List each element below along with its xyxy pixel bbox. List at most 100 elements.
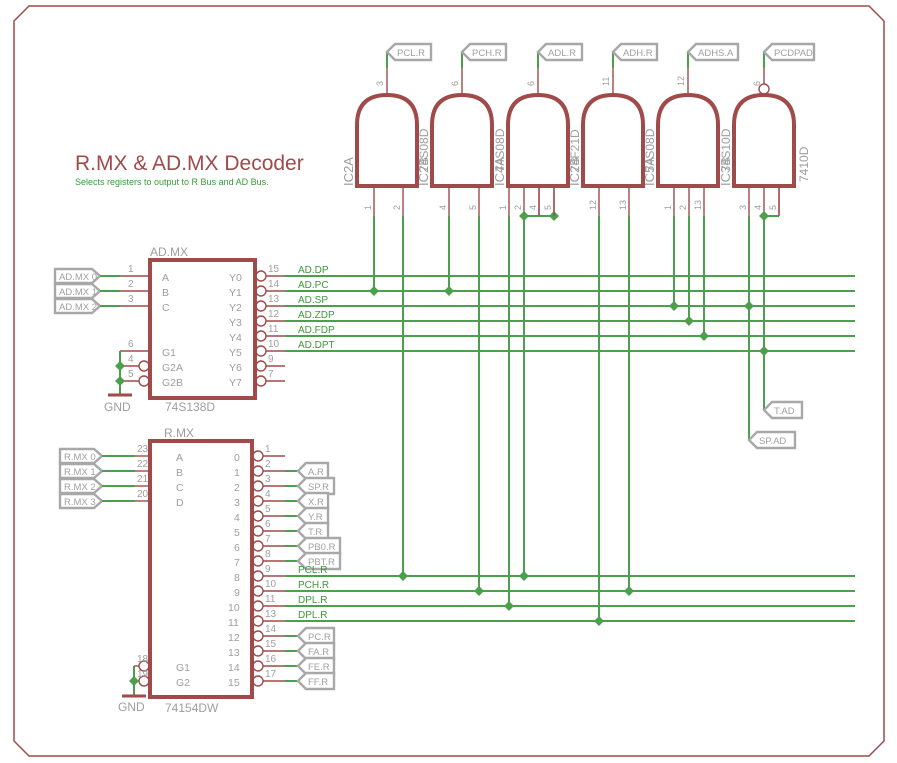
pin-number: 14: [268, 279, 280, 290]
pin-number: 6: [128, 339, 134, 350]
gate-input-pin-number: 4: [528, 205, 538, 210]
gate-value: 74S08D: [493, 128, 507, 172]
gate-input-pin-number: 13: [693, 200, 703, 210]
sheet-frame: [13, 5, 885, 757]
pin-number: 19: [137, 669, 149, 680]
net-tag: [385, 42, 433, 62]
net-tag-label: PCH.R: [472, 48, 502, 59]
net-tag-label: FF.R: [308, 677, 328, 688]
junction-dot: [444, 286, 454, 296]
output-name: 1: [234, 467, 240, 479]
pin-number: 7: [265, 534, 271, 545]
pin-name: B: [162, 287, 169, 299]
input-port-tag: [58, 447, 104, 465]
output-name: 5: [234, 527, 240, 539]
gate-input-pin-number: 1: [663, 205, 673, 210]
gate-body: [506, 92, 570, 188]
input-port-tag: [53, 282, 102, 300]
net-label: PCH.R: [298, 580, 329, 591]
pin-number: 22: [137, 459, 149, 470]
output-name: Y1: [229, 287, 242, 299]
pin-name: G2A: [162, 362, 183, 374]
net-label: AD.SP: [298, 295, 328, 306]
input-port-label: R.MX 0: [64, 452, 96, 463]
junction-dot: [669, 301, 679, 311]
net-label: AD.ZDP: [298, 310, 335, 321]
inversion-bubble: [255, 285, 267, 297]
gate-output-pin-number: 11: [601, 77, 611, 86]
pin-name: G2B: [162, 377, 183, 389]
pin-number: 13: [265, 609, 277, 620]
pin-number: 23: [137, 444, 149, 455]
gate-ref: IC3B: [718, 157, 733, 186]
gate-body: [430, 92, 494, 188]
net-tag: [296, 671, 336, 691]
gate-value: 74S08D: [643, 128, 657, 172]
junction-dot: [699, 331, 709, 341]
output-name: 7: [234, 557, 240, 569]
pin-number: 2: [265, 459, 271, 470]
output-name: Y3: [229, 317, 242, 329]
gate-value: 74F21D: [568, 129, 582, 172]
pin-name: C: [176, 482, 184, 494]
output-name: Y7: [229, 377, 242, 389]
output-name: 8: [234, 572, 240, 584]
inversion-bubble: [252, 510, 264, 522]
junction-dot: [684, 316, 694, 326]
gate-input-pin-number: 1: [498, 205, 508, 210]
gate-value: 74S10D: [719, 128, 733, 172]
gnd-label: GND: [104, 400, 131, 414]
gate-input-pin-number: 3: [738, 205, 748, 210]
net-tag: [536, 42, 584, 62]
pin-number: 1: [265, 444, 271, 455]
input-port-label: AD.MX 1: [59, 287, 97, 298]
inversion-bubble: [252, 540, 264, 552]
inversion-bubble: [252, 675, 264, 687]
gate-input-pin-number: 13: [618, 200, 628, 210]
pin-number: 1: [128, 264, 134, 275]
gate-output-pin-number: 12: [676, 76, 686, 86]
pin-number: 10: [265, 579, 277, 590]
pin-number: 12: [268, 309, 280, 320]
net-label: AD.PC: [298, 280, 329, 291]
net-tag-label: PB0.R: [308, 542, 336, 553]
pin-number: 9: [265, 564, 271, 575]
net-tag-label: PBT.R: [308, 557, 335, 568]
net-tag-label: ADL.R: [548, 48, 576, 59]
junction-dot: [624, 586, 634, 596]
output-name: 3: [234, 497, 240, 509]
output-name: 12: [228, 632, 240, 644]
output-name: 13: [228, 647, 240, 659]
pin-number: 11: [265, 594, 276, 605]
inversion-bubble: [255, 270, 267, 282]
output-name: 10: [228, 602, 240, 614]
gate-input-pin-number: 12: [588, 200, 598, 210]
junction-dot: [474, 586, 484, 596]
output-name: Y4: [229, 332, 242, 344]
output-name: Y0: [229, 272, 242, 284]
admx-name: AD.MX: [150, 245, 188, 259]
gate-ref: IC2A: [341, 157, 356, 186]
output-name: 2: [234, 482, 240, 494]
net-label: AD.DP: [298, 265, 329, 276]
junction-dot: [129, 676, 139, 686]
net-label: PCL.R: [298, 565, 327, 576]
gate-output-pin-number: 3: [375, 81, 385, 86]
pin-name: G1: [176, 662, 190, 674]
input-port-label: R.MX 1: [64, 467, 96, 478]
schematic-title: R.MX & AD.MX Decoder: [75, 152, 304, 175]
net-tag: [611, 42, 659, 62]
net-tag-label: FA.R: [308, 647, 329, 658]
inversion-bubble: [252, 660, 264, 672]
inversion-bubble: [252, 495, 264, 507]
junction-dot: [369, 286, 379, 296]
gate-body: [581, 92, 645, 188]
output-name: Y6: [229, 362, 242, 374]
pin-name: B: [176, 467, 183, 479]
net-tag-label: ADH.R: [623, 48, 653, 59]
net-label: DPL.R: [298, 595, 327, 606]
input-port-label: AD.MX 2: [59, 302, 97, 313]
inversion-bubble: [252, 600, 264, 612]
